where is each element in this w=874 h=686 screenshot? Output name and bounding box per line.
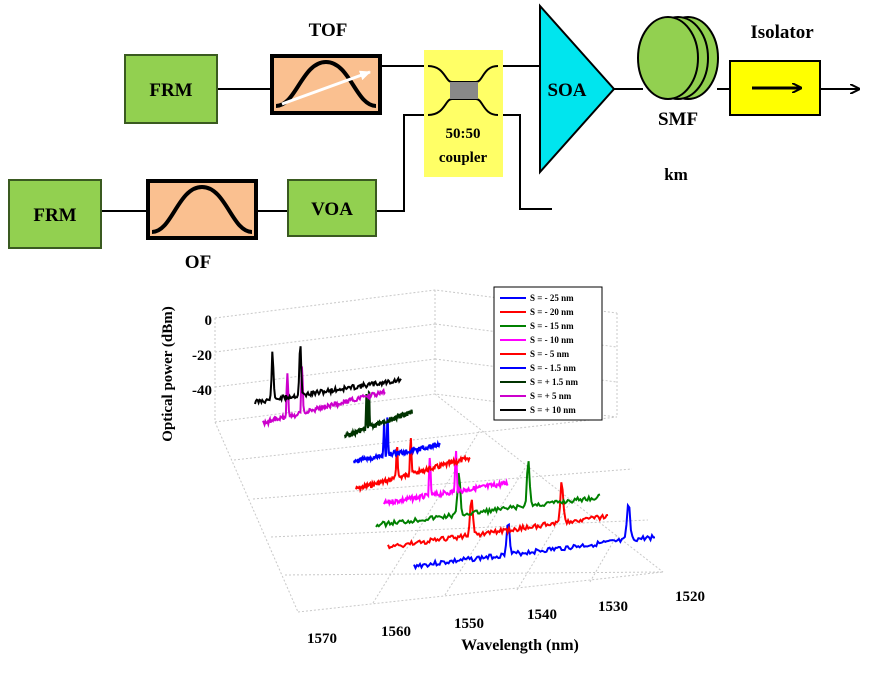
frm-bottom-box: FRM <box>8 179 102 249</box>
tof-bandpass-curve <box>275 59 377 108</box>
frm-bottom-label: FRM <box>33 205 76 226</box>
coupler-word-label: coupler <box>439 150 488 166</box>
spectrum-trace <box>383 450 509 508</box>
spectra-traces <box>254 346 656 571</box>
legend-label: S = + 1.5 nm <box>530 377 579 387</box>
coupler-core-icon <box>450 82 478 99</box>
spectrum-trace <box>413 502 656 571</box>
x-tick-label: 1520 <box>675 589 705 605</box>
frm-top-box: FRM <box>124 54 218 124</box>
voa-box: VOA <box>287 179 377 237</box>
coupler-ratio-label: 50:50 <box>446 126 481 142</box>
frm-top-label: FRM <box>149 80 192 101</box>
z-tick-label: -40 <box>192 383 212 399</box>
spectrum-trace <box>353 417 441 464</box>
legend: S = - 25 nm S = - 20 nm S = - 15 nm S = - 1… <box>493 286 603 421</box>
x-axis-ticks: 1570 1560 1550 1540 1530 1520 <box>307 589 705 647</box>
spectrum-trace <box>344 389 413 439</box>
soa-amplifier: SOA <box>539 3 616 175</box>
legend-label: S = - 25 nm <box>530 293 574 303</box>
x-tick-label: 1570 <box>307 631 337 647</box>
z-axis-label: Optical power (dBm) <box>160 306 176 442</box>
tof-filter: TOF <box>270 20 382 115</box>
tof-label: TOF <box>309 20 348 41</box>
smf-spool-icon: SMF km <box>637 16 719 184</box>
of-filter: OF <box>146 179 258 273</box>
x-axis-label: Wavelength (nm) <box>461 637 579 654</box>
of-label: OF <box>185 252 211 273</box>
z-tick-label: 0 <box>205 313 213 329</box>
spectra-chart: 0 -20 -40 Optical power (dBm) 1570 1560 … <box>160 286 705 654</box>
legend-label: S = + 5 nm <box>530 391 572 401</box>
isolator-label: Isolator <box>750 22 814 43</box>
z-tick-label: -20 <box>192 348 212 364</box>
coupler: 50:50 coupler <box>424 50 503 177</box>
legend-label: S = - 1.5 nm <box>530 363 576 373</box>
spectrum-trace <box>387 482 609 550</box>
km-label: km <box>664 165 688 184</box>
x-tick-label: 1560 <box>381 624 411 640</box>
legend-items: S = - 25 nm S = - 20 nm S = - 15 nm S = - 1… <box>500 293 579 415</box>
legend-label: S = + 10 nm <box>530 405 576 415</box>
fiber-lines <box>101 65 858 212</box>
of-bandpass-curve <box>151 184 253 234</box>
x-tick-label: 1530 <box>598 599 628 615</box>
soa-label: SOA <box>547 80 586 101</box>
setup-diagram: FRM TOF 50:50 coupler SOA SMF <box>8 3 858 273</box>
x-tick-label: 1550 <box>454 616 484 632</box>
smf-label: SMF <box>658 109 698 130</box>
spectrum-trace <box>355 438 471 494</box>
spectrum-trace <box>254 346 402 406</box>
x-tick-label: 1540 <box>527 607 557 623</box>
voa-label: VOA <box>311 199 353 220</box>
isolator: Isolator <box>729 22 821 116</box>
legend-label: S = - 5 nm <box>530 349 570 359</box>
tunable-arrow-icon <box>281 70 371 106</box>
z-axis-ticks: 0 -20 -40 <box>192 313 212 399</box>
spectrum-trace <box>262 366 386 429</box>
legend-label: S = - 10 nm <box>530 335 574 345</box>
spectrum-trace <box>375 461 601 529</box>
legend-label: S = - 20 nm <box>530 307 574 317</box>
legend-label: S = - 15 nm <box>530 321 574 331</box>
